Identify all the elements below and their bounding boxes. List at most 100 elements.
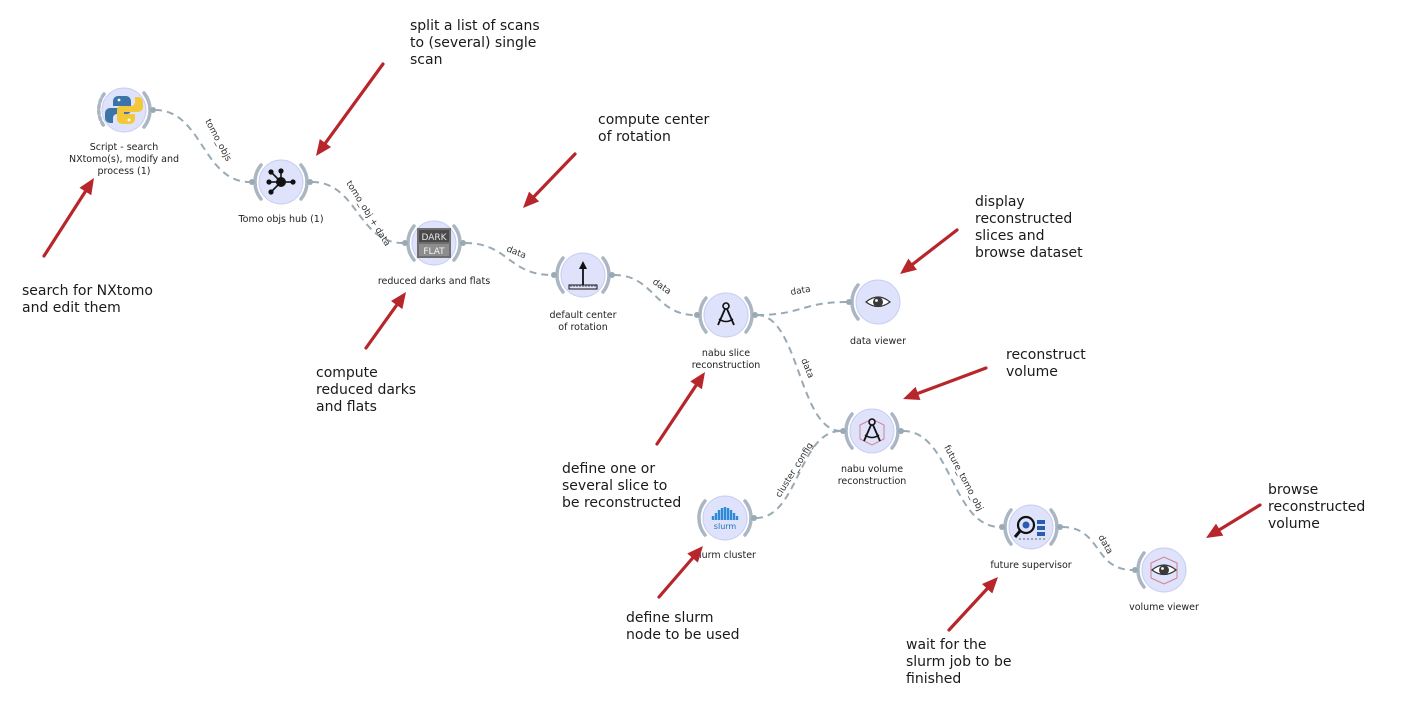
input-bracket [697,499,707,537]
slurm-icon: slurm [711,507,739,531]
input-bracket [1003,508,1013,546]
eye-cube-icon [1150,556,1178,585]
input-port[interactable] [249,179,255,185]
link-label: data [505,245,528,262]
output-bracket [1049,508,1059,546]
node-hub[interactable]: Tomo objs hub (1) [237,159,324,225]
link-darkflat-cor[interactable]: data [464,242,553,276]
input-bracket [555,256,565,294]
node-label: Script - search [90,142,159,153]
input-bracket [844,412,854,450]
output-bracket [743,499,753,537]
input-bracket [406,224,416,262]
input-port[interactable] [402,240,408,246]
annotation-cor: compute center of rotation [598,112,710,145]
link-label: data [790,285,812,298]
output-port[interactable] [460,240,466,246]
input-bracket [698,296,708,334]
output-bracket [744,296,754,334]
output-port[interactable] [1057,524,1063,530]
link-slurm-volume[interactable]: cluster_config [755,430,842,519]
output-port[interactable] [307,179,313,185]
node-label: future supervisor [990,560,1071,571]
flat-text: FLAT [423,247,445,257]
dark-text: DARK [421,233,447,243]
link-label: tomo_objs [202,118,233,164]
link-cor-slice[interactable]: data [613,274,696,316]
annotation-arrow-search [42,178,94,258]
node-label: default center [549,310,616,321]
annotation-arrow-define-slurm [657,546,703,599]
link-label: cluster_config [774,441,816,499]
link-label: data [798,357,815,380]
input-port[interactable] [1132,567,1138,573]
node-label: volume viewer [1129,602,1199,613]
input-port[interactable] [551,272,557,278]
dark-flat-icon: DARK FLAT [417,228,451,258]
input-bracket [1136,551,1146,589]
annotation-arrow-cor [523,152,577,208]
output-port[interactable] [898,428,904,434]
node-supervisor[interactable]: future supervisor [990,504,1072,571]
annotation-arrow-define-slice [655,372,705,446]
node-label: data viewer [850,336,906,347]
node-label: of rotation [558,322,607,333]
annotation-split: split a list of scans to (several) singl… [410,18,540,68]
compass-icon [717,302,735,326]
link-label: future_tomo_obj [941,444,984,513]
output-bracket [299,163,309,201]
input-port[interactable] [840,428,846,434]
slurm-text: slurm [714,522,737,531]
node-label: slurm cluster [694,550,756,561]
input-port[interactable] [694,312,700,318]
annotation-reduced: compute reduced darks and flats [316,365,417,415]
annotation-reconstruct: reconstruct volume [1006,347,1086,380]
annotation-define-slurm: define slurm node to be used [626,610,740,643]
annotation-arrow-split [316,62,385,156]
output-bracket [452,224,462,262]
output-port[interactable] [609,272,615,278]
link-hub-darkflat[interactable]: tomo_obj + data [311,179,404,248]
link-label: data [1095,534,1114,557]
eye-icon [865,296,891,308]
annotation-arrow-wait [947,577,998,632]
input-port[interactable] [999,524,1005,530]
link-label: tomo_obj + data [343,179,391,248]
link-label: data [650,277,672,297]
node-slurm[interactable]: slurm slurm cluster [694,495,757,561]
link-script-hub[interactable]: tomo_objs [154,109,251,183]
annotation-browse: browse reconstructed volume [1268,482,1366,532]
node-label: nabu slice [702,348,750,359]
node-label: reconstruction [692,360,761,371]
input-port[interactable] [846,299,852,305]
compass-cube-icon [859,418,885,446]
annotation-arrow-display [900,228,959,274]
node-volviewer[interactable]: volume viewer [1129,547,1199,613]
input-bracket [253,163,263,201]
output-port[interactable] [150,107,156,113]
supervisor-icon [1013,515,1045,540]
output-bracket [142,91,152,129]
output-bracket [601,256,611,294]
node-label: Tomo objs hub (1) [237,214,323,225]
annotation-arrow-reconstruct [903,366,988,400]
python-logo-icon [105,96,143,124]
output-bracket [890,412,900,450]
node-label: nabu volume [841,464,903,475]
output-port[interactable] [751,515,757,521]
output-port[interactable] [752,312,758,318]
node-label: process (1) [98,166,151,177]
link-slice-volume[interactable]: data [756,314,842,432]
node-label: reconstruction [838,476,907,487]
link-supervisor-volviewer[interactable]: data [1061,526,1134,571]
link-slice-dataviewer[interactable]: data [756,285,848,316]
node-dataviewer[interactable]: data viewer [846,279,906,347]
annotation-define-slice: define one or several slice to be recons… [562,461,682,511]
link-volume-supervisor[interactable]: future_tomo_obj [902,430,1001,528]
